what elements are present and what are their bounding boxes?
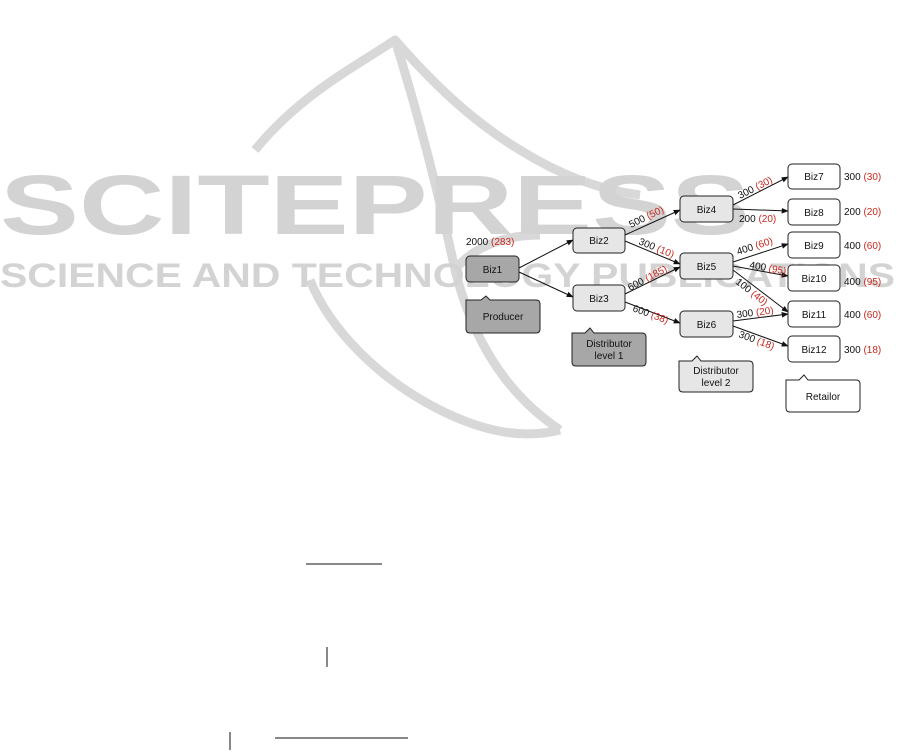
edge-biz3-biz5	[624, 266, 681, 295]
svg-text:Biz3: Biz3	[589, 294, 609, 305]
edge-label-biz2-biz5: 300 (10)	[637, 237, 676, 261]
watermark-tagline: SCIENCE AND TECHNOLOGY PUBLICATIONS	[0, 257, 895, 295]
value-biz11: 400 (60)	[844, 310, 881, 321]
edge-label-biz6-biz11: 300 (20)	[736, 306, 774, 321]
edge-label-biz2-biz4: 500 (50)	[627, 204, 665, 230]
value-biz10: 400 (95)	[844, 277, 881, 288]
edge-biz6-biz11	[732, 312, 789, 322]
svg-text:Biz5: Biz5	[697, 262, 717, 273]
edge-label-biz4-biz7: 300 (30)	[736, 175, 774, 202]
svg-text:Distributor: Distributor	[693, 366, 739, 377]
svg-text:Biz6: Biz6	[697, 320, 717, 331]
svg-text:Distributor: Distributor	[586, 339, 632, 350]
edge-biz1-biz3	[518, 271, 574, 298]
svg-text:Biz11: Biz11	[802, 310, 827, 321]
edge-biz2-biz4	[624, 209, 681, 236]
tag-retailor: Retailor	[785, 374, 861, 413]
node-biz6: Biz6	[679, 310, 734, 338]
nodes: Biz1 Biz2 Biz3 Biz4 Biz5 Biz6 Biz7 Biz8	[465, 163, 841, 363]
svg-text:Biz9: Biz9	[804, 241, 824, 252]
svg-text:Biz10: Biz10	[801, 274, 826, 285]
edges	[518, 176, 789, 347]
value-biz8: 200 (20)	[844, 207, 881, 218]
node-values: 2000 (283) 300 (30) 200 (20) 400 (60) 40…	[466, 172, 881, 356]
edge-label-biz3-biz5: 600 (185)	[626, 264, 669, 294]
edge-biz1-biz2	[518, 239, 574, 269]
svg-text:Biz2: Biz2	[589, 236, 609, 247]
svg-text:Biz7: Biz7	[804, 172, 824, 183]
edge-label-biz4-biz8: 200 (20)	[739, 214, 776, 225]
node-biz4: Biz4	[679, 195, 734, 223]
edge-label-biz5-biz9: 400 (60)	[736, 236, 775, 258]
book-logo-icon	[251, 35, 641, 439]
value-biz1: 2000 (283)	[466, 237, 514, 248]
edge-biz5-biz10	[732, 265, 789, 278]
role-tags: Producer Distributor level 1 Distributor…	[465, 295, 861, 413]
edge-label-biz6-biz12: 300 (18)	[737, 329, 776, 352]
edge-label-biz5-biz11: 100 (40)	[733, 277, 769, 309]
edge-biz2-biz5	[624, 240, 681, 265]
tag-producer: Producer	[465, 295, 541, 334]
node-biz5: Biz5	[679, 252, 734, 280]
edge-biz4-biz7	[732, 176, 789, 206]
svg-text:Producer: Producer	[483, 312, 524, 323]
node-biz7: Biz7	[787, 163, 841, 190]
svg-text:Biz12: Biz12	[801, 345, 826, 356]
svg-text:level 1: level 1	[595, 351, 624, 362]
node-biz10: Biz10	[787, 264, 841, 292]
node-biz9: Biz9	[787, 231, 841, 259]
edge-label-biz3-biz6: 600 (38)	[631, 303, 670, 326]
svg-text:Biz4: Biz4	[697, 205, 717, 216]
value-biz9: 400 (60)	[844, 241, 881, 252]
svg-text:Retailor: Retailor	[806, 392, 841, 403]
node-biz11: Biz11	[787, 300, 841, 328]
formula-fragments	[229, 563, 408, 750]
edge-biz3-biz6	[624, 301, 681, 324]
edge-biz4-biz8	[732, 207, 789, 214]
node-biz1: Biz1	[465, 255, 520, 283]
svg-text:level 2: level 2	[702, 378, 731, 389]
tag-distributor-level-1: Distributor level 1	[571, 327, 647, 367]
node-biz12: Biz12	[787, 335, 841, 363]
svg-text:Biz8: Biz8	[804, 208, 824, 219]
node-biz3: Biz3	[572, 284, 626, 312]
edge-label-biz5-biz10: 400 (95)	[748, 260, 787, 277]
node-biz2: Biz2	[572, 227, 626, 254]
tag-distributor-level-2: Distributor level 2	[678, 355, 754, 393]
edge-biz5-biz9	[732, 243, 789, 263]
svg-text:Biz1: Biz1	[483, 265, 503, 276]
edge-biz5-biz11	[732, 269, 789, 313]
value-biz12: 300 (18)	[844, 345, 881, 356]
edge-biz6-biz12	[732, 325, 789, 347]
value-biz7: 300 (30)	[844, 172, 881, 183]
node-biz8: Biz8	[787, 198, 841, 226]
